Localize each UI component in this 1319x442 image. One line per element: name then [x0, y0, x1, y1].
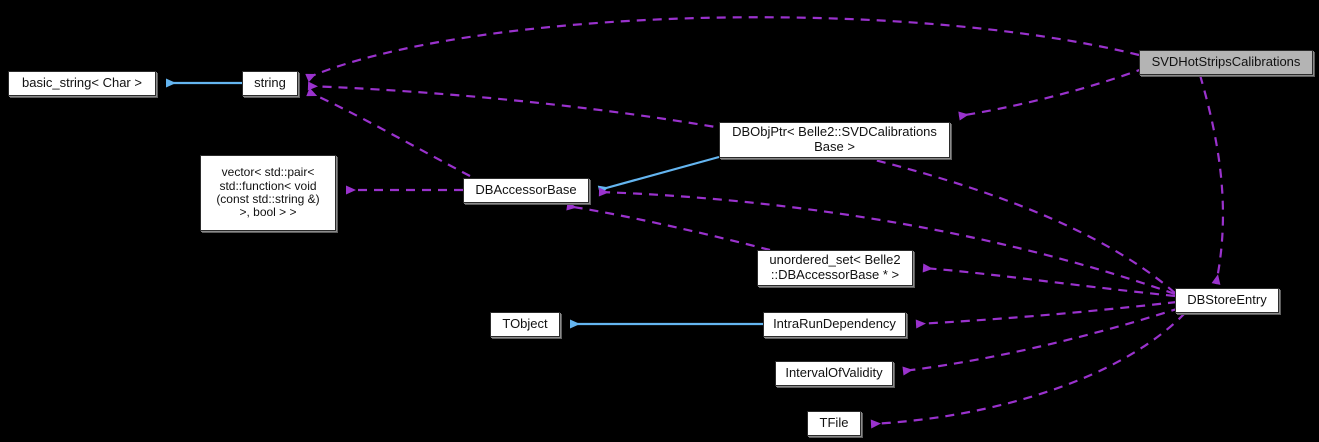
class-node-tfile[interactable]: TFile — [807, 411, 861, 436]
class-node-label: unordered_set< Belle2 ::DBAccessorBase *… — [769, 252, 901, 282]
class-node-label: vector< std::pair< std::function< void (… — [216, 165, 320, 220]
edge-dbstoreentry-to-intervalofvalidity — [902, 306, 1181, 376]
class-node-intervalofvalidity[interactable]: IntervalOfValidity — [775, 361, 893, 386]
class-node-dbobjptr[interactable]: DBObjPtr< Belle2::SVDCalibrations Base > — [719, 122, 950, 158]
edge-dbstoreentry-to-unordered_set — [922, 263, 1176, 298]
class-node-label: DBStoreEntry — [1187, 292, 1267, 308]
edge-svdhotstrips-to-dbstoreentry — [1198, 74, 1225, 285]
edge-dbaccessorbase-to-string — [306, 87, 471, 177]
edge-dbstoreentry-to-tfile — [870, 312, 1186, 429]
class-node-label: IntraRunDependency — [773, 316, 896, 332]
class-node-unordered_set[interactable]: unordered_set< Belle2 ::DBAccessorBase *… — [757, 250, 913, 286]
class-node-label: DBObjPtr< Belle2::SVDCalibrations Base > — [732, 124, 937, 154]
class-node-dbstoreentry[interactable]: DBStoreEntry — [1175, 288, 1279, 313]
class-node-tobject[interactable]: TObject — [490, 312, 560, 337]
class-node-basic_string[interactable]: basic_string< Char > — [8, 71, 156, 96]
class-node-intrarundependency[interactable]: IntraRunDependency — [763, 312, 906, 337]
class-node-svdhotstrips[interactable]: SVDHotStripsCalibrations — [1139, 50, 1313, 75]
edge-dbstoreentry-to-dbaccessorbase — [598, 187, 1176, 296]
edge-svdhotstrips-to-dbobjptr — [958, 66, 1146, 121]
edge-unordered_set-to-dbaccessorbase — [566, 201, 771, 252]
class-node-label: DBAccessorBase — [475, 182, 577, 198]
class-node-vector_pair[interactable]: vector< std::pair< std::function< void (… — [200, 155, 336, 231]
class-node-label: TObject — [502, 316, 548, 332]
class-node-label: string — [254, 75, 286, 91]
edge-dbobjptr-to-dbaccessorbase — [597, 155, 720, 195]
class-node-label: basic_string< Char > — [22, 75, 142, 91]
class-node-label: TFile — [819, 415, 849, 431]
edge-dbstoreentry-to-string — [307, 81, 1176, 294]
class-node-label: IntervalOfValidity — [785, 365, 883, 381]
class-node-label: SVDHotStripsCalibrations — [1151, 54, 1301, 70]
class-node-dbaccessorbase[interactable]: DBAccessorBase — [463, 178, 589, 203]
edge-dbstoreentry-to-intrarundependency — [915, 300, 1178, 329]
class-node-string[interactable]: string — [242, 71, 298, 96]
edge-svdhotstrips-to-string — [305, 16, 1140, 83]
